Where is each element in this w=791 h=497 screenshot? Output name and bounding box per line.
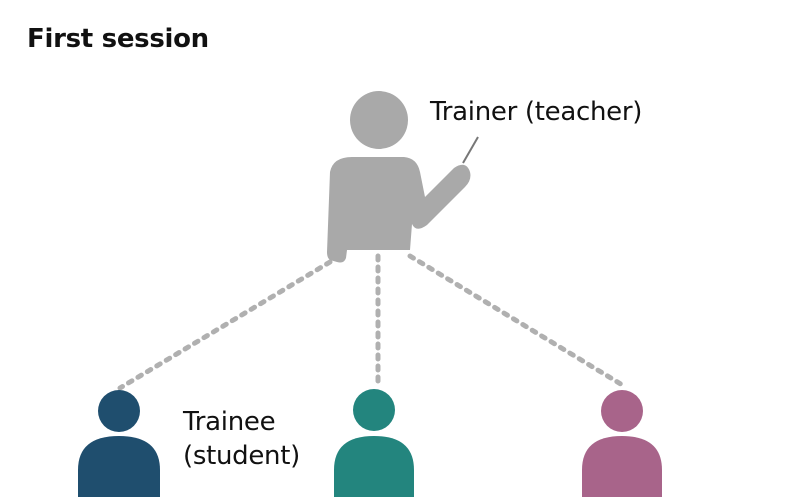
trainee-label-line2: (student) <box>183 441 300 471</box>
trainee-left-person-icon <box>78 390 160 497</box>
trainee-label-line1: Trainee <box>183 407 276 437</box>
trainer-label: Trainer (teacher) <box>430 97 643 127</box>
trainee-center-person-icon <box>334 389 414 497</box>
pointer-stick <box>462 136 479 164</box>
trainee-label: Trainee (student) <box>183 405 300 473</box>
connectors <box>117 253 627 391</box>
page-title: First session <box>27 24 209 54</box>
connector-to-trainee-right <box>407 253 627 389</box>
trainee-right-person-icon <box>582 390 662 497</box>
connector-to-trainee-left <box>117 259 333 391</box>
teacher-pointing-icon <box>327 91 479 263</box>
